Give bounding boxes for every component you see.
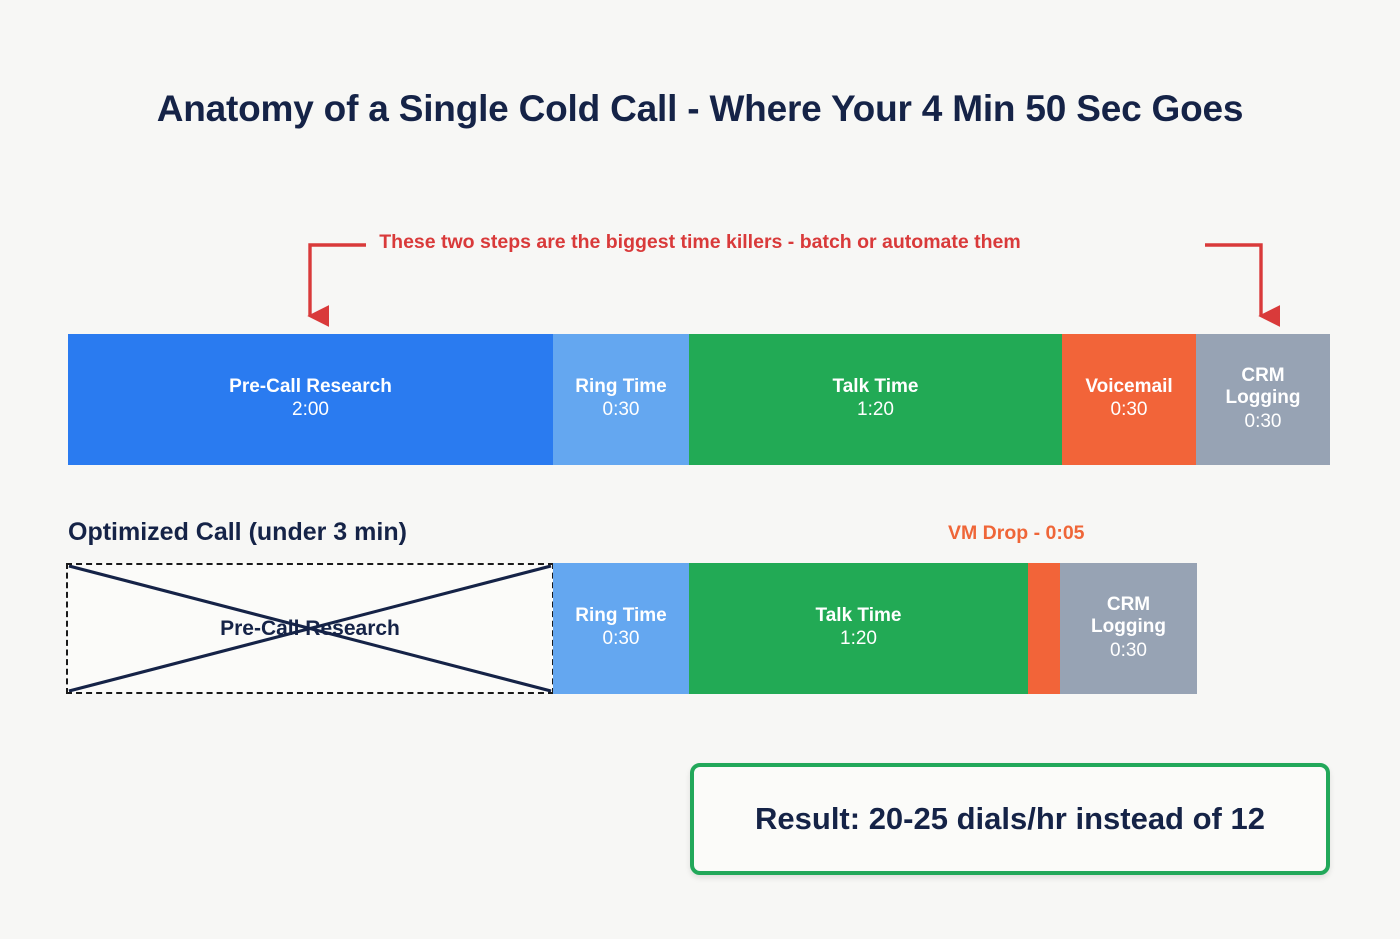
- segment-ring-time-optimized[interactable]: Ring Time 0:30: [553, 563, 689, 694]
- result-text: Result: 20-25 dials/hr instead of 12: [755, 801, 1265, 836]
- segment-label: Talk Time: [832, 375, 919, 397]
- segment-talk-time[interactable]: Talk Time 1:20: [689, 334, 1062, 465]
- vm-drop-label: VM Drop - 0:05: [948, 522, 1085, 544]
- segment-pre-call-research[interactable]: Pre-Call Research 2:00: [68, 334, 553, 465]
- annotation-label: These two steps are the biggest time kil…: [379, 231, 1021, 253]
- segment-label: CRM Logging: [1225, 364, 1301, 409]
- segment-label: CRM Logging: [1091, 593, 1166, 638]
- strikeout-cross-icon: [68, 565, 552, 692]
- optimized-call-bar: Ring Time 0:30 Talk Time 1:20 CRM Loggin…: [553, 563, 1197, 694]
- segment-value: 1:20: [857, 399, 894, 421]
- segment-label: Ring Time: [575, 604, 667, 626]
- segment-talk-time-optimized[interactable]: Talk Time 1:20: [689, 563, 1028, 694]
- segment-voicemail[interactable]: Voicemail 0:30: [1062, 334, 1196, 465]
- segment-value: 1:20: [840, 628, 877, 650]
- segment-value: 0:30: [1110, 399, 1148, 421]
- segment-value: 0:30: [1244, 410, 1282, 432]
- segment-ring-time[interactable]: Ring Time 0:30: [553, 334, 689, 465]
- removed-segment-label: Pre-Call Research: [220, 616, 400, 640]
- segment-value: 0:30: [602, 399, 640, 421]
- optimized-call-heading: Optimized Call (under 3 min): [68, 518, 407, 546]
- segment-vm-drop-optimized[interactable]: [1028, 563, 1060, 694]
- segment-crm-logging[interactable]: CRM Logging 0:30: [1196, 334, 1330, 465]
- annotation-arrow-right: [1205, 243, 1281, 327]
- segment-label: Talk Time: [815, 604, 902, 626]
- segment-label: Voicemail: [1085, 375, 1173, 397]
- segment-value: 0:30: [1110, 639, 1147, 661]
- annotation-arrow-left: [307, 243, 366, 327]
- segment-value: 2:00: [292, 399, 329, 421]
- segment-label: Ring Time: [575, 375, 667, 397]
- page-title: Anatomy of a Single Cold Call - Where Yo…: [156, 88, 1244, 129]
- result-callout-box: Result: 20-25 dials/hr instead of 12: [690, 763, 1330, 875]
- removed-pre-call-research-box: Pre-Call Research: [66, 563, 554, 694]
- segment-label: Pre-Call Research: [229, 375, 392, 397]
- original-call-bar: Pre-Call Research 2:00 Ring Time 0:30 Ta…: [68, 334, 1330, 465]
- segment-value: 0:30: [602, 628, 640, 650]
- segment-crm-logging-optimized[interactable]: CRM Logging 0:30: [1060, 563, 1197, 694]
